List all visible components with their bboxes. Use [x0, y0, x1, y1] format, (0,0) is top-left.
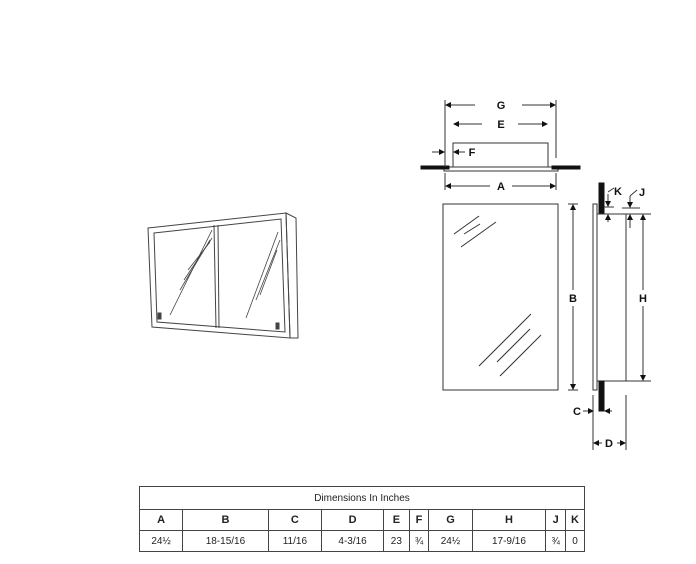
- value-c: 11/16: [267, 530, 323, 552]
- label-c: C: [573, 406, 581, 418]
- label-h: H: [639, 293, 647, 305]
- value-a: 24½: [138, 530, 184, 552]
- value-g: 24½: [428, 530, 473, 552]
- label-j: J: [639, 187, 645, 199]
- label-a: A: [497, 181, 505, 193]
- header-d: D: [321, 509, 385, 531]
- header-e: E: [383, 509, 410, 531]
- side-section-view: [583, 182, 651, 450]
- table-title: Dimensions In Inches: [139, 486, 585, 510]
- header-h: H: [471, 509, 547, 531]
- header-g: G: [428, 509, 473, 531]
- value-j: ¾: [545, 530, 567, 552]
- header-j: J: [545, 509, 567, 531]
- header-a: A: [138, 509, 184, 531]
- label-f: F: [469, 147, 476, 159]
- label-b: B: [569, 293, 577, 305]
- table-header-row: A B C D E F G H J K: [138, 509, 585, 531]
- value-b: 18-15/16: [182, 530, 269, 552]
- header-f: F: [408, 509, 430, 531]
- isometric-cabinet-view: [147, 212, 299, 339]
- front-elevation-view: [442, 203, 578, 391]
- header-b: B: [182, 509, 269, 531]
- value-f: ¾: [408, 530, 430, 552]
- header-c: C: [267, 509, 323, 531]
- table-row: 24½ 18-15/16 11/16 4-3/16 23 ¾ 24½ 17-9/…: [138, 530, 585, 552]
- top-plan-view: [420, 100, 581, 190]
- label-k: K: [614, 186, 622, 198]
- label-g: G: [497, 100, 506, 112]
- header-k: K: [565, 509, 585, 531]
- value-d: 4-3/16: [321, 530, 385, 552]
- dimensions-table: Dimensions In Inches A B C D E F G H J K…: [138, 486, 585, 552]
- value-h: 17-9/16: [471, 530, 547, 552]
- value-k: 0: [565, 530, 585, 552]
- label-e: E: [497, 119, 504, 131]
- label-d: D: [605, 438, 613, 450]
- value-e: 23: [383, 530, 410, 552]
